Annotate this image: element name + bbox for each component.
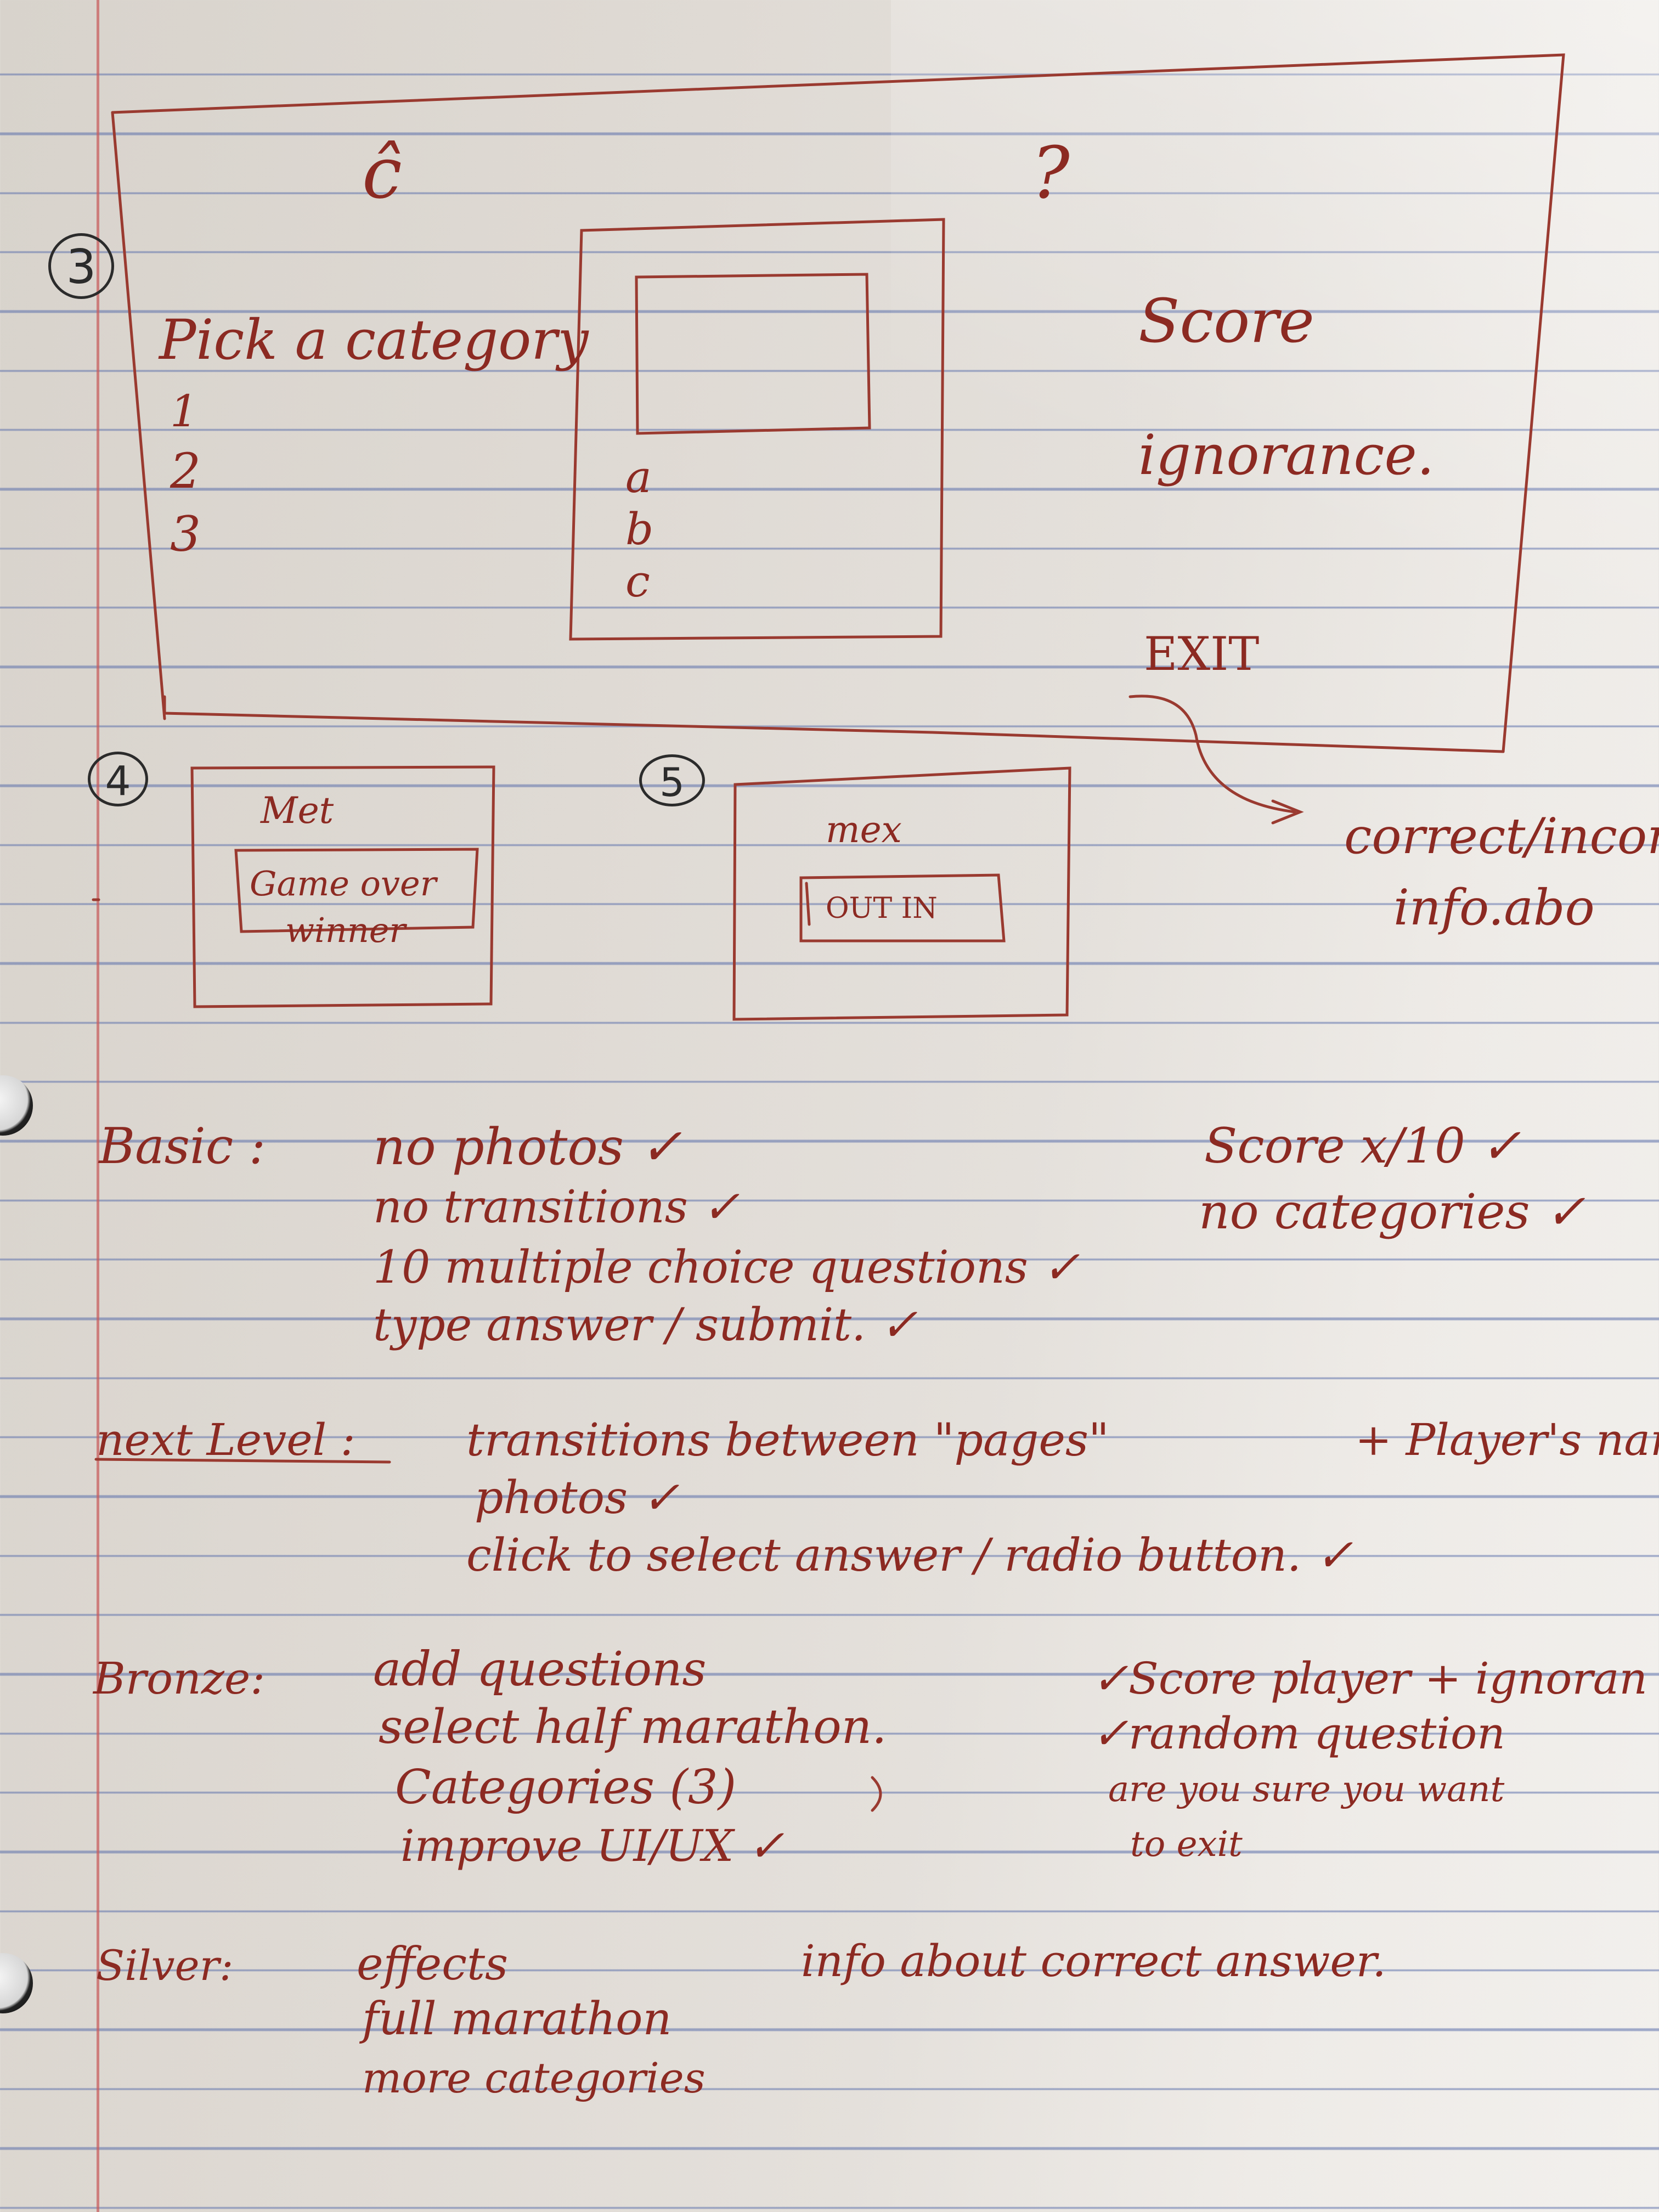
winner-text: winner xyxy=(285,910,406,950)
category-item[interactable]: 3 xyxy=(170,506,201,562)
screen5-title: mex xyxy=(826,809,902,851)
level-item: full marathon xyxy=(362,1993,672,2045)
level-right-item: to exit xyxy=(1130,1824,1243,1865)
answer-option[interactable]: a xyxy=(625,452,652,503)
level-item: no transitions ✓ xyxy=(373,1181,740,1233)
level-right-item: no categories ✓ xyxy=(1199,1183,1586,1240)
out-in-buttons[interactable]: OUT IN xyxy=(826,892,938,925)
step-number-badge: 4 xyxy=(88,752,148,806)
level-item: 10 multiple choice questions ✓ xyxy=(373,1242,1080,1294)
level-label-basic: Basic : xyxy=(99,1118,266,1175)
level-label-next: next Level : xyxy=(96,1414,356,1465)
pick-category-label: Pick a category xyxy=(159,308,589,372)
home-icon: ĉ xyxy=(362,131,402,215)
level-right-item: ✓Score player + ignoran xyxy=(1092,1653,1647,1704)
level-item: type answer / submit. ✓ xyxy=(373,1299,918,1351)
answer-option[interactable]: c xyxy=(625,556,650,607)
answer-option[interactable]: b xyxy=(625,504,654,555)
level-label-bronze: Bronze: xyxy=(93,1653,266,1704)
level-item: add questions xyxy=(373,1642,707,1697)
arrow-note-line: info.abo xyxy=(1393,879,1595,936)
game-over-text: Game over xyxy=(250,864,437,904)
level-right-item: + Player's nam xyxy=(1355,1414,1659,1465)
arrow-note-line: correct/incorr xyxy=(1344,808,1659,865)
level-right-item: Score x/10 ✓ xyxy=(1204,1118,1521,1174)
step-number-badge: 5 xyxy=(639,754,705,806)
level-right-item: info about correct answer. xyxy=(801,1936,1386,1987)
level-item: click to select answer / radio button. ✓ xyxy=(466,1530,1353,1582)
score-label: Score xyxy=(1138,286,1314,356)
step-number-badge: 3 xyxy=(48,233,114,299)
level-label-silver: Silver: xyxy=(96,1941,234,1990)
level-right-item: are you sure you want xyxy=(1108,1769,1505,1810)
level-item: more categories xyxy=(362,2053,706,2102)
level-item: improve UI/UX ✓ xyxy=(400,1820,785,1871)
margin-line xyxy=(97,0,99,2212)
screen4-title: Met xyxy=(261,789,334,832)
category-item[interactable]: 2 xyxy=(170,443,201,499)
level-right-item: ✓random question xyxy=(1092,1708,1505,1759)
level-item: transitions between "pages" xyxy=(466,1414,1109,1466)
level-item: no photos ✓ xyxy=(373,1118,682,1176)
level-item: Categories (3) xyxy=(395,1760,737,1815)
help-icon: ? xyxy=(1031,131,1070,215)
ignorance-label: ignorance. xyxy=(1138,423,1435,487)
level-item: select half marathon. xyxy=(379,1700,887,1754)
level-item: effects xyxy=(357,1938,509,1990)
exit-button[interactable]: EXIT xyxy=(1144,627,1260,681)
level-item: photos ✓ xyxy=(475,1472,680,1524)
category-item[interactable]: 1 xyxy=(170,386,198,437)
